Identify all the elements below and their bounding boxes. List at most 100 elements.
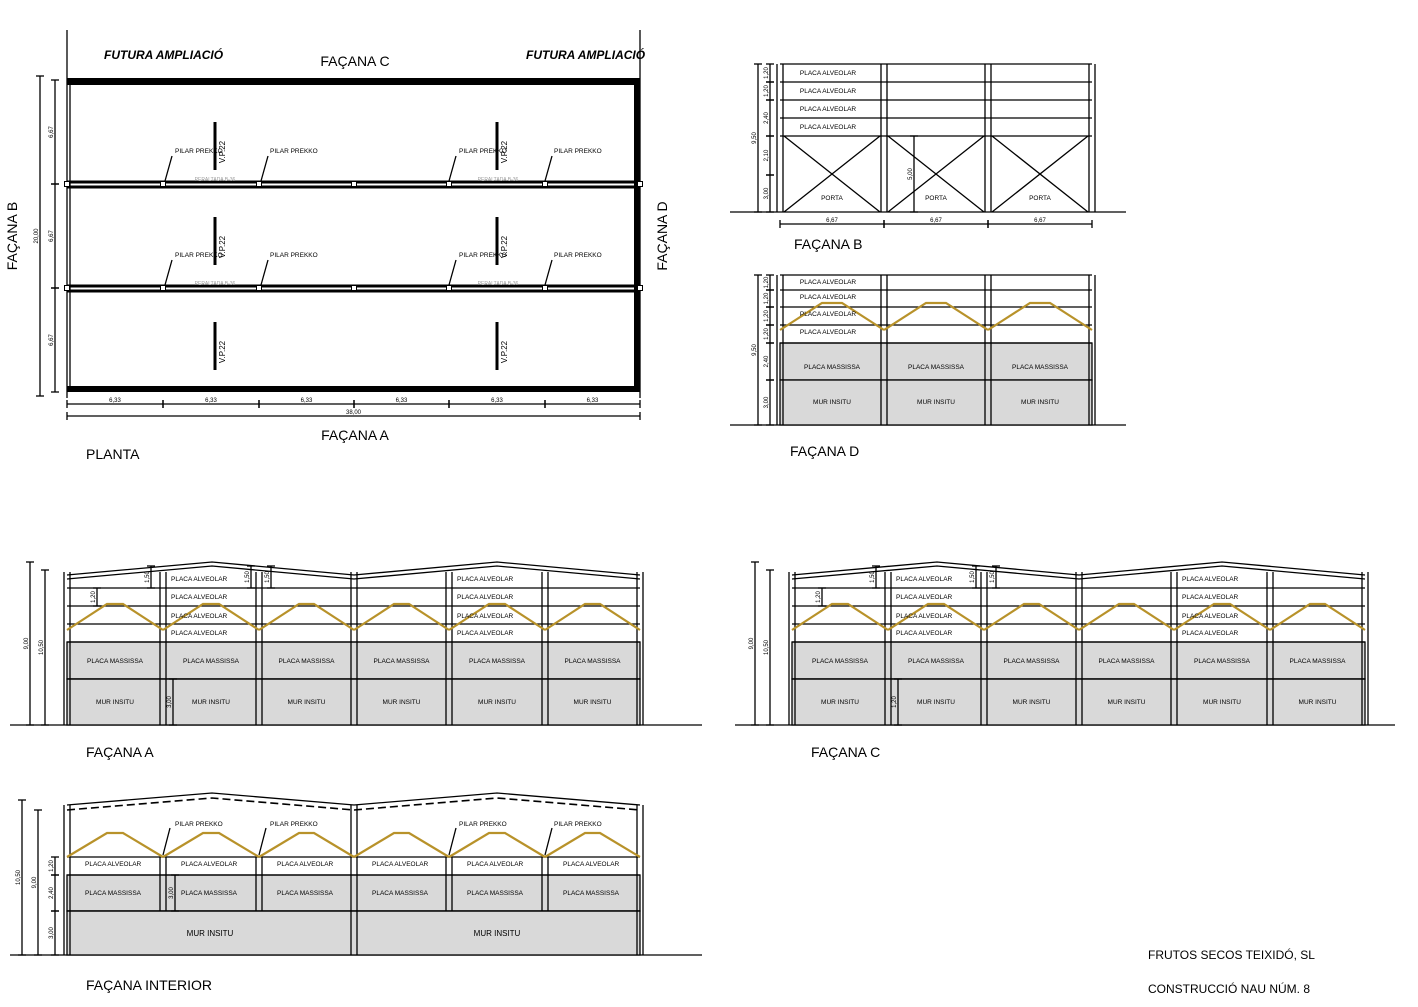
placa-alveolar-label: PLACA ALVEOLAR: [800, 88, 857, 95]
facana-d-label: FAÇANA D: [654, 201, 670, 270]
placa-massissa-label: PLACA MASSISSA: [1290, 658, 1347, 665]
dimension-value: 3,00: [49, 927, 55, 939]
dimension-value: 1,20: [49, 860, 55, 872]
placa-massissa-band: [791, 641, 1366, 680]
dimension-value: 1,50: [990, 571, 996, 583]
mur-insitu-label: MUR INSITU: [1021, 399, 1059, 406]
plan-pillar: [542, 181, 548, 187]
facana-d-title: FAÇANA D: [790, 443, 859, 459]
dimension-value: 1,20: [764, 292, 770, 304]
placa-massissa-label: PLACA MASSISSA: [87, 658, 144, 665]
roof-truss-profile: [1078, 602, 1175, 631]
plan-wall-facana-d: [634, 78, 640, 392]
mur-insitu-label: MUR INSITU: [1203, 699, 1241, 706]
placa-alveolar-label: PLACA ALVEOLAR: [457, 576, 514, 583]
roof-truss-profile: [887, 602, 985, 631]
facana-b-title: FAÇANA B: [794, 236, 862, 252]
placa-alveolar-label: PLACA ALVEOLAR: [277, 861, 334, 868]
dimension-value: 1,50: [245, 571, 251, 583]
dimension-value: 6,67: [826, 218, 838, 224]
peralt-label: PERALTADA B-36: [195, 177, 236, 183]
facana-a-label: FAÇANA A: [321, 427, 389, 443]
placa-alveolar-label: PLACA ALVEOLAR: [171, 576, 228, 583]
beam-label: V.P.22: [500, 235, 509, 258]
leader-line: [164, 155, 173, 182]
placa-massissa-label: PLACA MASSISSA: [279, 658, 336, 665]
leader-line: [260, 155, 269, 182]
future-extension-note: FUTURA AMPLIACIÓ: [526, 47, 646, 62]
company-name: FRUTOS SECOS TEIXIDÓ, SL: [1148, 947, 1315, 962]
placa-alveolar-label: PLACA ALVEOLAR: [1182, 594, 1239, 601]
door-label: PORTA: [1029, 195, 1051, 202]
dimension-value: 6,67: [49, 230, 55, 242]
placa-massissa-label: PLACA MASSISSA: [467, 890, 524, 897]
dimension-value: 6,33: [396, 398, 408, 404]
pillar-label: PILAR PREKKO: [554, 252, 602, 259]
plan-wall-facana-c: [67, 78, 640, 85]
leader-line: [260, 259, 269, 286]
placa-alveolar-label: PLACA ALVEOLAR: [563, 861, 620, 868]
placa-massissa-label: PLACA MASSISSA: [469, 658, 526, 665]
plan-pillar: [637, 181, 643, 187]
roof-truss-profile: [1269, 602, 1366, 631]
placa-alveolar-label: PLACA ALVEOLAR: [800, 279, 857, 286]
placa-massissa-label: PLACA MASSISSA: [565, 658, 622, 665]
plan-pillar: [542, 285, 548, 291]
door-cross: [991, 135, 1089, 213]
beam-label: V.P.22: [218, 235, 227, 258]
mur-insitu-label: MUR INSITU: [96, 699, 134, 706]
door-label: PORTA: [821, 195, 843, 202]
roof-truss-profile: [779, 301, 885, 331]
mur-insitu-label: MUR INSITU: [474, 929, 521, 938]
door-cross: [887, 135, 985, 213]
plan-pillar: [256, 285, 262, 291]
mur-insitu-band: [66, 910, 641, 956]
mur-insitu-label: MUR INSITU: [1299, 699, 1337, 706]
placa-alveolar-label: PLACA ALVEOLAR: [896, 630, 953, 637]
dimension-value: 3,00: [169, 887, 175, 899]
dimension-value: 1,20: [892, 696, 898, 708]
dimension-value: 9,00: [24, 637, 30, 649]
placa-massissa-label: PLACA MASSISSA: [1012, 364, 1069, 371]
roof-truss-profile: [448, 602, 546, 631]
mur-insitu-label: MUR INSITU: [821, 699, 859, 706]
mur-insitu-label: MUR INSITU: [187, 929, 234, 938]
roof-line: [66, 561, 641, 576]
placa-alveolar-label: PLACA ALVEOLAR: [800, 294, 857, 301]
roof-truss-profile: [66, 831, 164, 858]
roof-line: [791, 565, 1366, 580]
leader-line: [162, 827, 171, 856]
placa-alveolar-label: PLACA ALVEOLAR: [896, 613, 953, 620]
dimension-value: 10,50: [16, 869, 22, 885]
peralt-label: PERALTADA B-36: [195, 281, 236, 287]
plan-pillar: [256, 181, 262, 187]
mur-insitu-band: [779, 379, 1093, 426]
placa-massissa-label: PLACA MASSISSA: [812, 658, 869, 665]
dimension-value: 2,40: [764, 112, 770, 124]
plan-wall-facana-a: [67, 386, 640, 392]
dimension-value: 1,20: [764, 276, 770, 288]
roof-truss-profile: [448, 831, 546, 858]
pillar-label: PILAR PREKKO: [459, 148, 507, 155]
beam-label: V.P.22: [500, 340, 509, 363]
dimension-value: 1,50: [870, 571, 876, 583]
leader-line: [544, 259, 553, 286]
roof-truss-profile: [544, 831, 641, 858]
future-extension-note: FUTURA AMPLIACIÓ: [104, 47, 224, 62]
pillar-label: PILAR PREKKO: [270, 821, 318, 828]
dimension-value: 6,67: [1034, 218, 1046, 224]
dimension-value: 6,33: [109, 398, 121, 404]
beam-label: V.P.22: [218, 340, 227, 363]
beam-label: V.P.22: [500, 140, 509, 163]
dimension-value: 3,00: [764, 396, 770, 408]
placa-alveolar-label: PLACA ALVEOLAR: [800, 329, 857, 336]
dimension-value: 1,20: [816, 591, 822, 603]
placa-massissa-label: PLACA MASSISSA: [1099, 658, 1156, 665]
leader-line: [448, 827, 457, 856]
placa-massissa-label: PLACA MASSISSA: [1004, 658, 1061, 665]
plan-pillar: [64, 285, 70, 291]
mur-insitu-label: MUR INSITU: [917, 399, 955, 406]
